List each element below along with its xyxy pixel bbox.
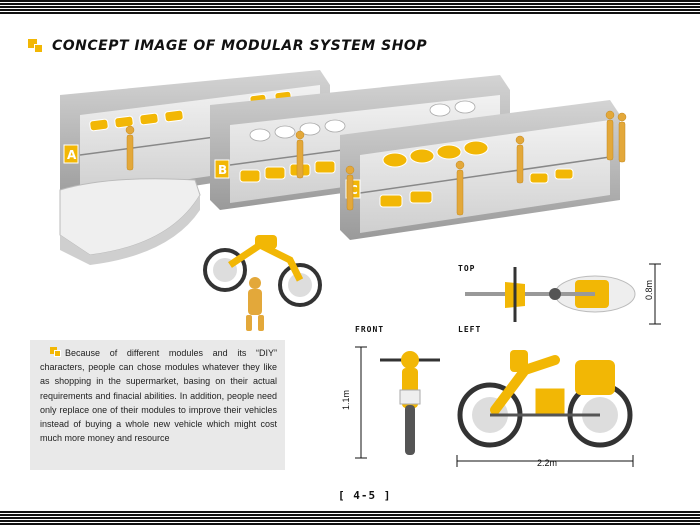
shelf-unit-c: C bbox=[340, 100, 620, 240]
service-counter bbox=[59, 178, 201, 265]
length-dimension-line bbox=[456, 455, 634, 467]
description-text: Because of different modules and its “DI… bbox=[40, 348, 277, 444]
shop-illustration: A B bbox=[59, 70, 627, 265]
height-dimension-line bbox=[355, 346, 367, 459]
shelf-label-a: A bbox=[67, 148, 77, 162]
side-view-drawing bbox=[457, 350, 633, 448]
shelf-label-c: C bbox=[349, 183, 358, 197]
bottom-stripe-border bbox=[0, 511, 700, 525]
width-dimension-line bbox=[649, 263, 661, 325]
description-panel: Because of different modules and its “DI… bbox=[30, 340, 285, 470]
bullet-squares-icon bbox=[50, 347, 62, 357]
view-label-left: LEFT bbox=[458, 325, 482, 334]
length-dimension-label: 2.2m bbox=[537, 458, 558, 468]
shelf-label-b: B bbox=[218, 163, 227, 177]
page-number: [ 4-5 ] bbox=[338, 489, 392, 502]
title-row: CONCEPT IMAGE OF MODULAR SYSTEM SHOP bbox=[28, 38, 427, 54]
page-title: CONCEPT IMAGE OF MODULAR SYSTEM SHOP bbox=[52, 38, 428, 54]
front-view-drawing bbox=[380, 351, 440, 455]
top-stripe-border bbox=[0, 0, 700, 14]
top-view-drawing bbox=[465, 267, 636, 322]
view-label-top: TOP bbox=[458, 264, 476, 273]
height-dimension-label: 1.1m bbox=[341, 389, 351, 410]
mannequin-figures bbox=[125, 110, 627, 216]
width-dimension-label: 0.8m bbox=[644, 279, 654, 300]
view-label-front: FRONT bbox=[355, 325, 385, 334]
bike-with-figure-image bbox=[203, 235, 322, 331]
logo-squares-icon bbox=[28, 39, 44, 53]
